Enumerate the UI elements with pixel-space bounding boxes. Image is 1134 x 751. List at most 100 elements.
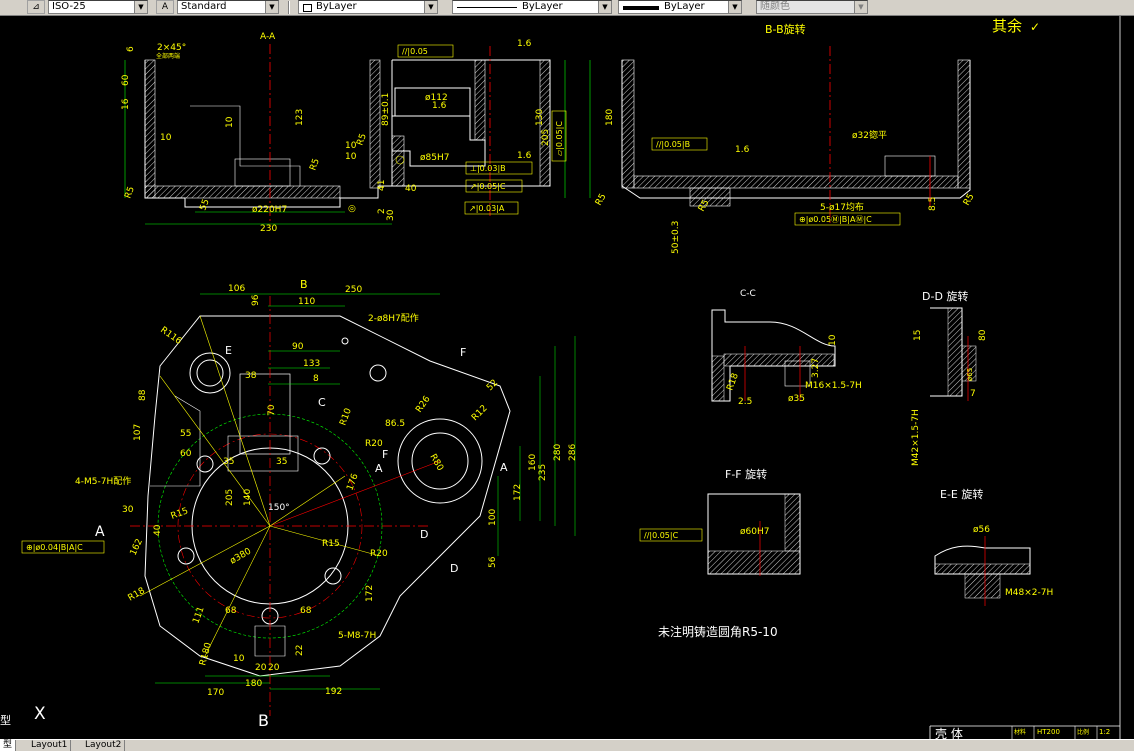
svg-text://|0.05|C: //|0.05|C [644, 531, 679, 540]
linetype-dropdown[interactable]: ByLayer ▼ [452, 0, 612, 14]
title-block: 壳 体 材料 HT200 比例 1:2 [929, 725, 1120, 739]
dimension-style-icon[interactable]: ⊿ [27, 0, 45, 14]
ee-dim-thread: M48×2-7H [1005, 588, 1053, 598]
plan-bottom-pad [254, 625, 286, 657]
plan-right-boss [397, 418, 483, 504]
aa-dim-205: 205 [541, 129, 551, 146]
chevron-down-icon[interactable]: ▼ [134, 1, 147, 13]
plan-dim-R20b: R20 [370, 549, 388, 559]
plan-section-f-top: F [460, 346, 466, 359]
aa-dim-55: 55 [198, 198, 211, 212]
svg-text://|0.05|B: //|0.05|B [656, 140, 690, 149]
aa-dim-R5b: R5 [308, 157, 321, 172]
plan-dim-70: 70 [267, 404, 277, 416]
plan-dim-68a: 68 [225, 606, 237, 616]
bb-dim-85: 8.5 [928, 197, 938, 211]
svg-text:⊥|0.03|B: ⊥|0.03|B [470, 164, 506, 173]
bb-tol-parallel: //|0.05|B [651, 137, 708, 151]
aa-dim-16: 16 [121, 98, 131, 110]
ucs-label: 型 [0, 714, 11, 727]
chevron-down-icon[interactable]: ▼ [598, 1, 611, 13]
bb-rough: 1.6 [735, 145, 750, 155]
cc-dim-25: 2.5 [738, 397, 752, 407]
title-block-name: 壳 体 [935, 727, 963, 739]
color-swatch [303, 4, 312, 12]
ff-tol: //|0.05|C [639, 528, 703, 542]
aa-wall-mid [369, 59, 381, 189]
textstyle-dropdown[interactable]: Standard ▼ [177, 0, 279, 14]
plan-dim-35a: 35 [223, 457, 234, 467]
drawing-canvas[interactable]: A-A 2×45° 全部两端 6 60 16 10 10 123 89±0.1 … [0, 16, 1134, 739]
aa-dim-123: 123 [295, 109, 305, 126]
tab-layout1[interactable]: Layout1 [28, 740, 72, 751]
plan-e-boss [189, 352, 231, 394]
plan-bolt-hole [196, 455, 214, 473]
bb-boss [689, 187, 731, 207]
rest-roughness-label: 其余 [992, 17, 1022, 35]
plan-dim-60: 60 [180, 449, 192, 459]
dd-hatch [947, 307, 963, 397]
lineweight-value: ByLayer [664, 1, 705, 12]
view-bb: B-B旋转 180 //|0.05|B 1.6 ø32锪平 5-ø17均布 ⊕|… [589, 22, 977, 254]
plan-dim-angle: 150° [268, 503, 290, 513]
tab-model[interactable]: 型 [0, 740, 17, 751]
dimstyle-dropdown[interactable]: ISO-25 ▼ [48, 0, 148, 14]
aa-circle-mark: ◎ [348, 204, 356, 214]
chevron-down-icon[interactable]: ▼ [854, 1, 867, 13]
aa-tol-ref-c [395, 155, 405, 165]
plotstyle-value: 随颜色 [760, 1, 790, 12]
plan-dim-holes4: 4-M5-7H配作 [75, 475, 131, 487]
color-value: ByLayer [316, 1, 357, 12]
plan-dim-180: 180 [245, 679, 262, 689]
svg-text:⊕|ø0.05Ⓜ|B|AⓂ|C: ⊕|ø0.05Ⓜ|B|AⓂ|C [799, 215, 872, 224]
view-ff: F-F 旋转 //|0.05|C ø60H7 [639, 467, 801, 576]
aa-floor [144, 185, 341, 199]
plan-dim-lines [155, 293, 576, 690]
bb-dim-phi32: ø32锪平 [852, 129, 887, 141]
plan-dim-205: 205 [225, 489, 235, 506]
plan-left-rib [150, 395, 201, 487]
aa-vertical-tol: ▱|0.05|C [551, 110, 567, 162]
plan-dim-192: 192 [325, 687, 342, 697]
plan-dim-280: 280 [553, 444, 563, 461]
plan-outline [144, 315, 511, 677]
svg-text:⊕|ø0.04|B|A|C: ⊕|ø0.04|B|A|C [26, 543, 83, 552]
ff-hatch-2 [784, 493, 801, 552]
chevron-down-icon[interactable]: ▼ [424, 1, 437, 13]
plan-section-a-right: A [500, 461, 508, 474]
ucs-x-axis-icon: X [34, 704, 46, 724]
svg-text:▱|0.05|C: ▱|0.05|C [555, 121, 564, 156]
cc-hatch-2 [723, 353, 835, 367]
view-ee-title: E-E 旋转 [940, 487, 983, 501]
plan-pocket [239, 373, 291, 455]
aa-dim-rough-b: 1.6 [517, 39, 532, 49]
chevron-down-icon[interactable]: ▼ [728, 1, 741, 13]
plan-e-bore [196, 359, 224, 387]
aa-dim-10a: 10 [160, 133, 172, 143]
plan-section-b-top: B [300, 278, 308, 291]
color-dropdown[interactable]: ByLayer ▼ [298, 0, 438, 14]
plan-bolt-hole [177, 547, 195, 565]
textstyle-value: Standard [181, 1, 227, 12]
chevron-down-icon[interactable]: ▼ [265, 1, 278, 13]
canvas-background [0, 16, 1134, 739]
plan-dim-160: 160 [528, 454, 538, 471]
aa-dim-rough-a: 1.6 [432, 101, 447, 111]
plan-dim-R15b: R15 [322, 539, 340, 549]
plan-section-b-bottom: B [258, 711, 269, 730]
tab-layout2[interactable]: Layout2 [82, 740, 126, 751]
plan-dim-100: 100 [488, 509, 498, 526]
aa-dim-phi85: ø85H7 [420, 153, 449, 163]
plotstyle-dropdown[interactable]: 随颜色 ▼ [756, 0, 868, 14]
aa-dim-89: 89±0.1 [381, 93, 391, 126]
text-style-icon[interactable]: A [156, 0, 174, 14]
plan-dim-10: 10 [233, 654, 245, 664]
aa-dim-chamfer-note: 全部两端 [156, 52, 180, 60]
ee-dim-phi56: ø56 [973, 525, 990, 535]
aa-dim-R5a: R5 [355, 132, 368, 147]
lineweight-dropdown[interactable]: ByLayer ▼ [618, 0, 742, 14]
ee-boss [964, 573, 1001, 599]
bb-dim-holes: 5-ø17均布 [820, 201, 864, 213]
cc-dim-thread: M16×1.5-7H [805, 381, 862, 391]
plan-radial-lines [139, 315, 381, 657]
